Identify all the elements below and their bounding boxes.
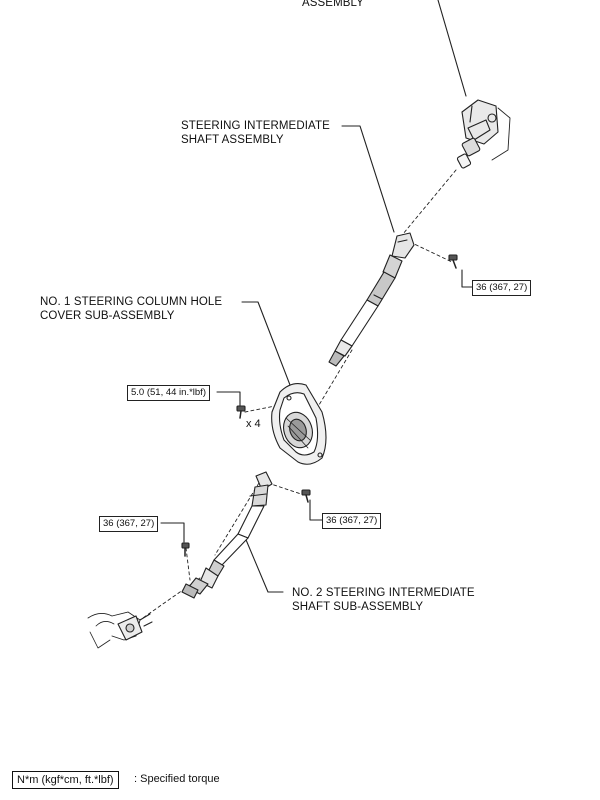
leader-intermediate-shaft [341,125,395,233]
bolt-dashed-line-upper [409,241,453,263]
torque-box-cover: 5.0 (51, 44 in.*lbf) [127,385,210,401]
label-intermediate-shaft-line1: STEERING INTERMEDIATE [181,120,330,132]
label-top-assembly-text: ASSEMBLY [302,0,364,9]
no2-shaft-icon [181,471,273,599]
hole-cover-icon [271,383,327,465]
label-no2-shaft-line2: SHAFT SUB-ASSEMBLY [292,601,424,613]
label-hole-cover: NO. 1 STEERING COLUMN HOLE COVER SUB-ASS… [40,295,222,323]
bolt-dashed-line-lower [185,547,191,581]
label-hole-cover-line1: NO. 1 STEERING COLUMN HOLE [40,296,223,308]
label-hole-cover-line2: COVER SUB-ASSEMBLY [40,310,175,322]
torque-box-upper: 36 (367, 27) [472,280,532,296]
leader-torque-lower [160,522,185,543]
legend-unit-box: N*m (kgf*cm, ft.*lbf) [12,771,119,789]
steering-column-assembly-icon [456,99,511,169]
leader-torque-cover [216,391,241,409]
bolt-cover-icon [236,405,246,419]
bolt-lower-icon [181,542,190,557]
leader-top-assembly [437,0,467,97]
bolt-upper-icon [448,254,458,269]
bolt-middle-icon [301,489,311,503]
torque-box-lower: 36 (367, 27) [99,516,159,532]
label-top-assembly: ASSEMBLY [302,0,364,10]
leader-no2-shaft [243,534,284,593]
torque-box-middle: 36 (367, 27) [322,513,382,529]
bolt-count: x 4 [246,418,261,430]
intermediate-shaft-icon [328,232,415,367]
label-intermediate-shaft-line2: SHAFT ASSEMBLY [181,134,284,146]
steering-gear-icon [87,611,153,649]
legend-description: : Specified torque [134,773,220,785]
bolt-dashed-line-middle [267,482,305,496]
leader-hole-cover [241,301,291,386]
label-no2-shaft-line1: NO. 2 STEERING INTERMEDIATE [292,587,475,599]
label-no2-shaft: NO. 2 STEERING INTERMEDIATE SHAFT SUB-AS… [292,586,475,614]
label-intermediate-shaft: STEERING INTERMEDIATE SHAFT ASSEMBLY [181,119,330,147]
leader-torque-upper [461,269,473,288]
leader-torque-middle [309,499,323,521]
